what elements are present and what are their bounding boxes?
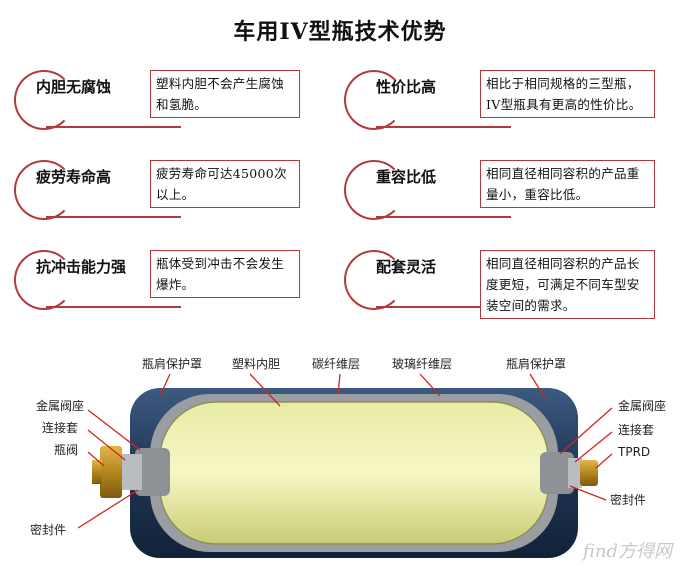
feature-title: 抗冲击能力强	[36, 258, 127, 276]
left-valve	[100, 446, 122, 498]
plastic-liner	[159, 401, 549, 545]
label-valve: 瓶阀	[54, 443, 78, 457]
leader-lines	[77, 373, 613, 529]
label-connector-right: 连接套	[618, 422, 654, 437]
label-glass-fiber: 玻璃纤维层	[392, 357, 452, 371]
label-metal-boss-left: 金属阀座	[36, 398, 84, 413]
feature-arc	[14, 250, 74, 310]
tank-diagram-svg: 瓶肩保护罩 塑料内胆 碳纤维层 玻璃纤维层 瓶肩保护罩 金属阀座 连接套 瓶阀 …	[30, 356, 666, 558]
feature-card: 疲劳寿命高 疲劳寿命可达45000次以上。	[14, 160, 314, 230]
feature-underline	[376, 216, 511, 218]
feature-underline	[376, 126, 511, 128]
feature-card: 重容比低 相同直径相同容积的产品重量小，重容比低。	[344, 160, 655, 230]
feature-description: 相比于相同规格的三型瓶，IV型瓶具有更高的性价比。	[480, 70, 655, 118]
feature-title: 疲劳寿命高	[36, 168, 112, 186]
label-connector-left: 连接套	[42, 420, 78, 435]
left-connector	[120, 454, 142, 490]
feature-description: 疲劳寿命可达45000次以上。	[150, 160, 300, 208]
feature-arc	[344, 70, 404, 130]
label-tprd: TPRD	[617, 445, 650, 459]
feature-title: 配套灵活	[376, 258, 437, 276]
label-shoulder-guard-left: 瓶肩保护罩	[142, 356, 202, 371]
feature-underline	[46, 126, 181, 128]
feature-card: 内胆无腐蚀 塑料内胆不会产生腐蚀和氢脆。	[14, 70, 314, 140]
feature-title: 内胆无腐蚀	[36, 78, 112, 96]
feature-description: 相同直径相同容积的产品长度更短，可满足不同车型安装空间的需求。	[480, 250, 655, 319]
label-seal-left: 密封件	[30, 522, 66, 537]
feature-arc	[344, 160, 404, 220]
feature-underline	[46, 216, 181, 218]
feature-arc	[14, 70, 74, 130]
tank-cross-section: 瓶肩保护罩 塑料内胆 碳纤维层 玻璃纤维层 瓶肩保护罩 金属阀座 连接套 瓶阀 …	[0, 350, 680, 565]
page-title: 车用IV型瓶技术优势	[233, 19, 447, 45]
label-plastic-liner: 塑料内胆	[232, 356, 280, 371]
feature-arc	[344, 250, 404, 310]
feature-arc	[14, 160, 74, 220]
feature-card: 抗冲击能力强 瓶体受到冲击不会发生爆炸。	[14, 250, 314, 320]
label-metal-boss-right: 金属阀座	[618, 398, 666, 413]
feature-description: 相同直径相同容积的产品重量小，重容比低。	[480, 160, 655, 208]
tprd-device	[580, 460, 598, 486]
right-connector	[568, 458, 582, 488]
left-metal-boss	[135, 448, 170, 496]
feature-description: 塑料内胆不会产生腐蚀和氢脆。	[150, 70, 300, 118]
feature-underline	[376, 306, 511, 308]
label-seal-right: 密封件	[610, 492, 646, 507]
feature-card: 配套灵活 相同直径相同容积的产品长度更短，可满足不同车型安装空间的需求。	[344, 250, 655, 320]
feature-title: 性价比高	[376, 78, 437, 96]
left-valve-stem	[92, 460, 102, 484]
label-shoulder-guard-right: 瓶肩保护罩	[506, 356, 566, 371]
label-carbon-fiber: 碳纤维层	[312, 357, 360, 371]
feature-title: 重容比低	[376, 168, 437, 186]
feature-description: 瓶体受到冲击不会发生爆炸。	[150, 250, 300, 298]
watermark-logo: find方得网	[582, 541, 672, 562]
feature-card: 性价比高 相比于相同规格的三型瓶，IV型瓶具有更高的性价比。	[344, 70, 655, 140]
feature-underline	[46, 306, 181, 308]
right-metal-boss	[540, 452, 574, 494]
